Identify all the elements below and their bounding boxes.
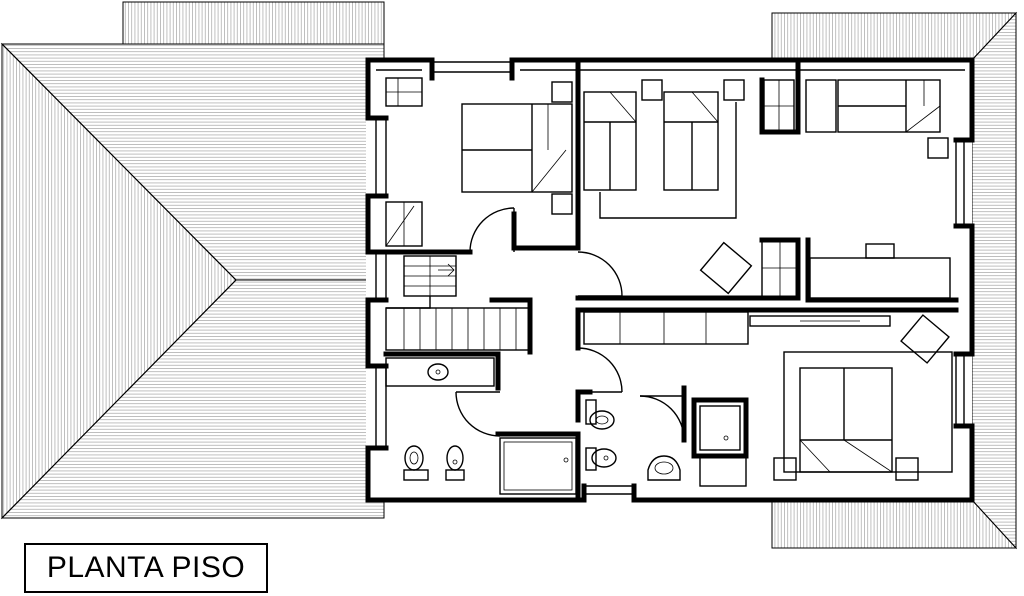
exterior-walls: [365, 57, 975, 503]
bedroom-3: [805, 79, 951, 299]
toilet: [404, 445, 424, 471]
wardrobe: [583, 311, 749, 345]
bathroom-2: [585, 399, 747, 487]
nightstand: [551, 81, 573, 103]
roof-left: [0, 1, 385, 520]
bedroom-1: [461, 81, 573, 215]
drawing-title: PLANTA PISO: [46, 551, 246, 584]
rug: [599, 102, 737, 219]
nightstand: [551, 193, 573, 215]
nightstand: [895, 457, 919, 481]
toilet: [589, 410, 615, 430]
double-bed: [461, 103, 573, 193]
vanity: [385, 357, 495, 387]
bathtub: [499, 437, 577, 495]
sink: [647, 455, 681, 481]
corridor-built-ins: [583, 311, 950, 364]
sink: [427, 363, 449, 381]
floor-area: [366, 58, 972, 502]
doors: [455, 207, 685, 441]
bathroom-1: [385, 357, 577, 495]
drawing-title-box: PLANTA PISO: [24, 543, 268, 593]
bedroom-4: [773, 351, 953, 481]
bidet: [591, 448, 617, 468]
bidet: [446, 445, 464, 471]
single-bed: [663, 91, 719, 191]
double-bed: [799, 367, 893, 473]
nightstand: [773, 457, 797, 481]
chair: [699, 241, 753, 295]
windows: [385, 77, 423, 247]
bedroom-2: [583, 79, 799, 299]
shower: [699, 405, 741, 451]
shelf: [749, 315, 891, 327]
roof-right: [771, 11, 1018, 550]
staircase: [385, 255, 531, 351]
